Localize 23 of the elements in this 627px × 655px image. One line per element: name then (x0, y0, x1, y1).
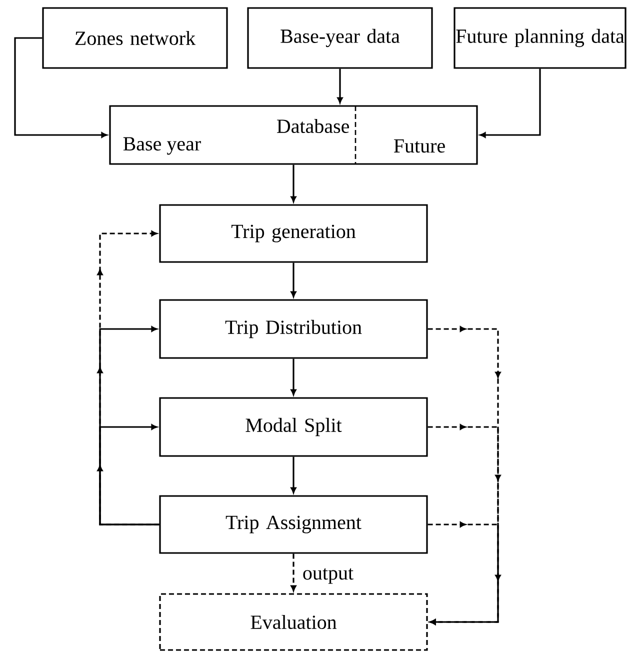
process-box: Future planning data (454, 7, 626, 69)
arrow (290, 358, 296, 396)
arrow (428, 326, 501, 625)
arrow (337, 68, 343, 104)
arrow (290, 456, 296, 494)
arrow (428, 424, 501, 625)
arrow (480, 68, 541, 138)
database-box: Database Base year Future (109, 105, 478, 165)
process-box: Zones network (42, 7, 228, 69)
process-box: Trip Distribution (159, 299, 428, 359)
arrow (97, 326, 160, 526)
process-box: Modal Split (159, 397, 428, 457)
process-box: Base-year data (247, 7, 433, 69)
arrow (97, 230, 160, 526)
arrow (290, 554, 296, 592)
edge-label: output (303, 568, 354, 584)
arrow (290, 262, 296, 298)
arrow (290, 164, 296, 202)
process-box: Trip generation (159, 204, 428, 263)
evaluation-box: Evaluation (159, 593, 428, 651)
arrow (14, 37, 108, 138)
arrow (428, 522, 501, 625)
process-box: Trip Assignment (159, 495, 428, 554)
